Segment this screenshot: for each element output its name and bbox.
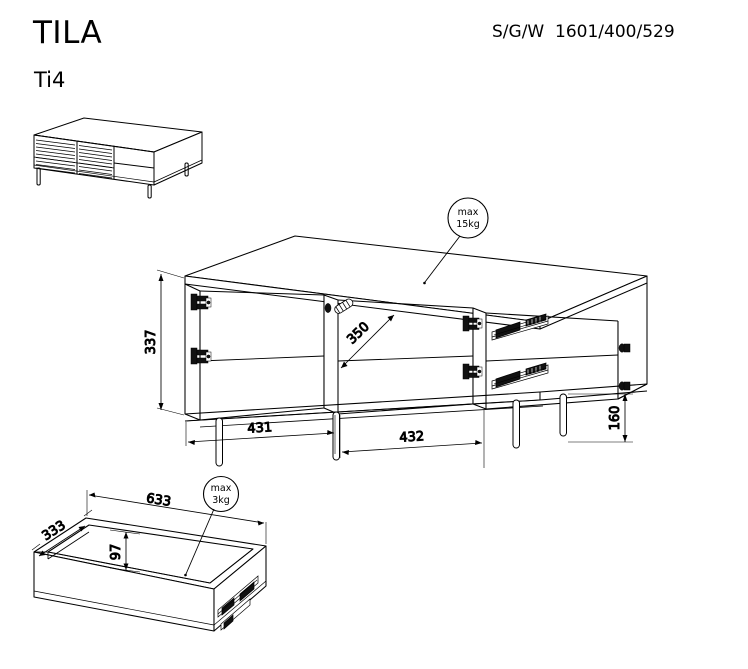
spec-dimensions-label: S/G/W 1601/400/529 (492, 22, 675, 42)
leg-front-left (215, 417, 223, 467)
product-isometric-thumbnail (33, 117, 203, 199)
dimension-432: 432 (339, 410, 485, 468)
right-panel-fitting-upper (618, 343, 631, 353)
brand-title: TILA (33, 15, 103, 51)
max-load-balloon-cabinet: max 15kg (423, 197, 489, 285)
leg-back-right (559, 393, 567, 437)
cabinet-legs (215, 393, 567, 467)
max-load-line2: 15kg (456, 219, 480, 230)
max-load-line1: max (458, 207, 479, 218)
leg-mid-left (332, 411, 340, 461)
hinge-plate-lower-right (462, 363, 483, 380)
dimension-160-label: 160 (608, 406, 623, 431)
right-panel-fitting-lower (618, 381, 631, 391)
drawer-runner-lower (491, 362, 549, 390)
leg-front-right (512, 399, 520, 449)
divider-panel-1 (323, 294, 339, 415)
dimension-431-label: 431 (247, 420, 273, 436)
thumbnail-legs (36, 162, 189, 199)
dimension-97-label: 97 (109, 544, 124, 561)
dimension-160: 160 (568, 393, 633, 443)
model-code: Ti4 (34, 68, 66, 92)
door-catch-fitting (324, 298, 354, 314)
dimension-337-label: 337 (144, 330, 159, 355)
dimension-97: 97 (109, 529, 141, 573)
hinge-plate-lower-left (190, 347, 212, 365)
drawer-runner-upper (491, 313, 549, 341)
dimension-350-label: 350 (344, 319, 372, 347)
ribbed-door-texture (35, 139, 113, 179)
dimension-633-label: 633 (145, 491, 172, 510)
hinge-plate-upper-right (462, 315, 483, 332)
drawer-max-load-line2: 3kg (212, 495, 230, 506)
max-load-balloon-drawer: max 3kg (184, 475, 240, 577)
drawer-slide-hardware (217, 575, 259, 631)
drawer-max-load-line1: max (211, 483, 232, 494)
dimension-337: 337 (144, 269, 185, 416)
main-exploded-isometric-view: max 15kg 337 350 431 (144, 197, 648, 468)
dimension-431: 431 (185, 415, 336, 454)
dimension-432-label: 432 (399, 429, 425, 445)
hinge-plate-upper-left (190, 293, 212, 311)
dimension-633: 633 (86, 490, 267, 544)
drawer-detail-isometric-view: max 3kg 333 633 (31, 475, 267, 632)
